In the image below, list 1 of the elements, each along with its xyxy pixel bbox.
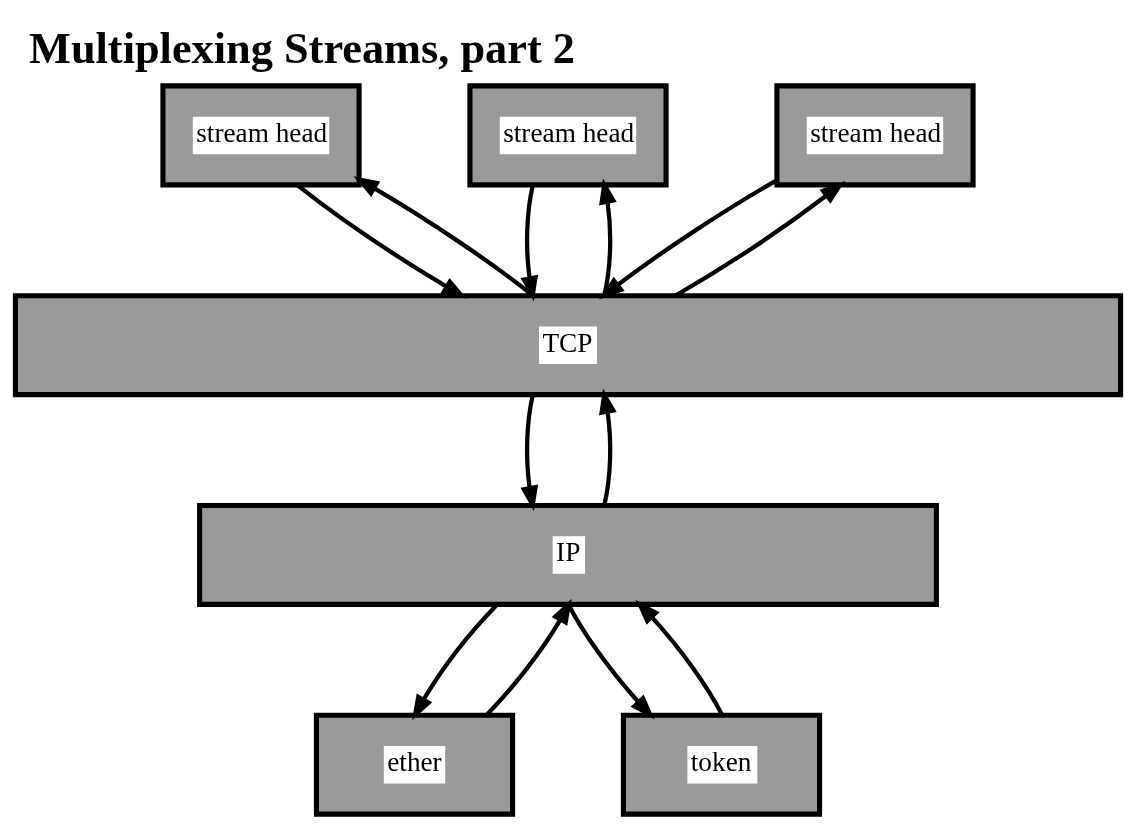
diagram-title: Multiplexing Streams, part 2 [29, 22, 575, 73]
